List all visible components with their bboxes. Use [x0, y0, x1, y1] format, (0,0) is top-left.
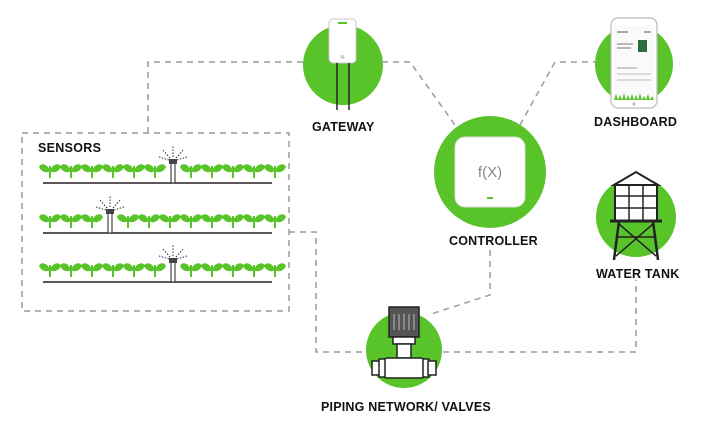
- plant-icon: [122, 262, 146, 278]
- controller-node[interactable]: f(X): [434, 116, 546, 228]
- dashboard-node[interactable]: [595, 17, 673, 109]
- plant-icon: [80, 163, 104, 179]
- plant-icon: [242, 262, 266, 278]
- gateway-label: GATEWAY: [312, 120, 375, 134]
- plant-icon: [143, 262, 167, 278]
- piping-node[interactable]: [366, 306, 442, 388]
- plant-icon: [59, 213, 83, 229]
- sensors-label: SENSORS: [38, 141, 102, 155]
- plant-icon: [59, 262, 83, 278]
- controller-valves-connector: [427, 250, 491, 316]
- plant-icon: [122, 163, 146, 179]
- field-rows: [38, 144, 287, 283]
- plant-icon: [263, 163, 287, 179]
- sensors-gateway-connector: [147, 61, 303, 133]
- plant-icon: [221, 213, 245, 229]
- field-row: [38, 144, 287, 184]
- plant-icon: [263, 262, 287, 278]
- field-row: [38, 243, 287, 283]
- plant-icon: [38, 163, 62, 179]
- plant-icon: [38, 213, 62, 229]
- plant-icon: [80, 213, 104, 229]
- valve-icon: [371, 306, 437, 379]
- plant-icon: [116, 213, 140, 229]
- plant-icon: [242, 163, 266, 179]
- plant-icon: [221, 163, 245, 179]
- sprinkler-icon: [95, 194, 125, 234]
- plant-icon: [263, 213, 287, 229]
- plant-icon: [200, 163, 224, 179]
- piping-label: PIPING NETWORK/ VALVES: [321, 400, 491, 414]
- plant-icon: [200, 213, 224, 229]
- controller-label: CONTROLLER: [449, 234, 538, 248]
- water-tank-icon: [610, 170, 662, 261]
- plant-icon: [242, 213, 266, 229]
- field-row: [38, 194, 287, 234]
- plant-icon: [80, 262, 104, 278]
- dashboard-label: DASHBOARD: [594, 115, 678, 129]
- plant-icon: [38, 262, 62, 278]
- plant-icon: [143, 163, 167, 179]
- plant-icon: [179, 163, 203, 179]
- controller-device-text: f(X): [478, 164, 502, 181]
- plant-icon: [179, 262, 203, 278]
- water-tank-label: WATER TANK: [596, 267, 680, 281]
- sensors-zone: [21, 132, 290, 312]
- gateway-controller-connector: [382, 61, 456, 126]
- gateway-node[interactable]: [303, 18, 383, 110]
- valves-tank-connector: [432, 280, 637, 353]
- connection-lines: [147, 61, 637, 353]
- phone-icon: [610, 17, 658, 109]
- gateway-circle: [303, 25, 383, 105]
- water-tank-node[interactable]: [596, 170, 676, 261]
- plant-icon: [158, 213, 182, 229]
- plant-icon: [101, 262, 125, 278]
- plant-icon: [59, 163, 83, 179]
- controller-device-icon: [454, 136, 526, 208]
- gateway-device-icon: [328, 18, 357, 110]
- plant-icon: [179, 213, 203, 229]
- plant-icon: [200, 262, 224, 278]
- plant-icon: [137, 213, 161, 229]
- plant-icon: [221, 262, 245, 278]
- controller-dashboard-connector: [519, 61, 595, 126]
- plant-icon: [101, 163, 125, 179]
- sprinkler-icon: [158, 243, 188, 283]
- sensors-valves-connector: [289, 231, 368, 353]
- sprinkler-icon: [158, 144, 188, 184]
